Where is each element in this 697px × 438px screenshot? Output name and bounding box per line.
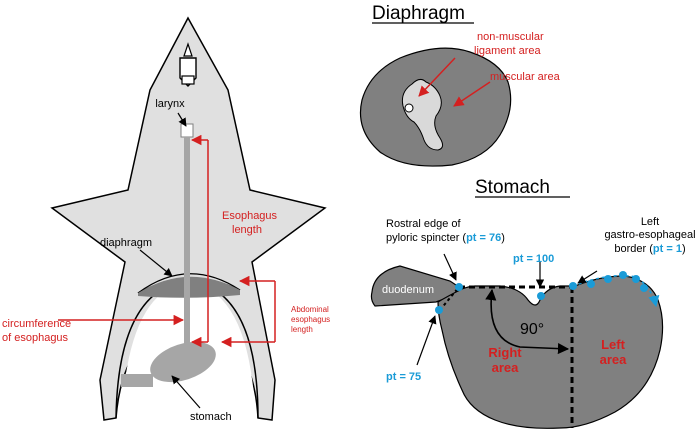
rostral-label-2: pyloric spincter (pt = 76) xyxy=(386,232,505,244)
diaphragm-title: Diaphragm xyxy=(372,3,465,24)
diaphragm-label: diaphragm xyxy=(100,237,152,249)
rostral-pointer xyxy=(443,253,457,281)
angle-label: 90° xyxy=(520,321,544,338)
muscular-label: muscular area xyxy=(490,71,561,83)
esophagus-length-label-2: length xyxy=(232,224,262,236)
head-detail xyxy=(179,42,197,87)
rostral-label-1: Rostral edge of xyxy=(386,218,462,230)
left-area-label-1: Left xyxy=(601,337,626,352)
pt75-pointer xyxy=(416,315,437,366)
left-border-label-1: Left xyxy=(641,216,659,228)
non-muscular-label-1: non-muscular xyxy=(477,31,544,43)
point-left-border-6 xyxy=(640,284,648,292)
border-direction-arrow xyxy=(572,274,660,308)
stomach-pointer xyxy=(171,375,201,409)
body-stomach xyxy=(150,341,216,383)
left-border-label-3: border (pt = 1) xyxy=(614,243,685,255)
abdominal-label-3: length xyxy=(291,325,313,334)
right-area-label-2: area xyxy=(492,360,520,375)
stomach-title: Stomach xyxy=(475,177,550,198)
point-left-border-4 xyxy=(619,271,627,279)
stomach-body-shape xyxy=(437,275,664,429)
boundary-points xyxy=(435,271,648,314)
left-border-pointer xyxy=(577,270,598,284)
point-pt75 xyxy=(435,306,443,314)
esophagus xyxy=(184,137,190,347)
point-pt76 xyxy=(455,283,463,291)
circumference-label-2: of esophagus xyxy=(2,332,69,344)
esophagus-length-bracket xyxy=(190,134,209,348)
left-border-label-2: gastro-esophageal xyxy=(604,229,695,241)
non-muscular-label-2: ligament area xyxy=(474,45,542,57)
diaphragm-pointer xyxy=(139,249,173,277)
muscular-pointer xyxy=(453,81,491,107)
abdominal-label-1: Abdominal xyxy=(291,305,329,314)
circumference-label-1: circumference xyxy=(2,318,71,330)
stomach-label-body: stomach xyxy=(190,411,232,423)
dashed-pyloric-line xyxy=(439,286,460,311)
ligament-shape xyxy=(401,78,444,151)
left-area-label-2: area xyxy=(600,352,628,367)
larynx-label: larynx xyxy=(155,98,185,110)
duodenum-label: duodenum xyxy=(382,284,434,296)
esophagus-length-label: Esophagus xyxy=(222,210,278,222)
abdominal-label-2: esophagus xyxy=(291,315,330,324)
right-area-label-1: Right xyxy=(488,345,522,360)
point-pt100 xyxy=(537,292,545,300)
non-muscular-pointer xyxy=(418,57,456,97)
ligament-hole xyxy=(404,103,414,113)
pt75-label: pt = 75 xyxy=(386,371,421,383)
larynx-box xyxy=(180,123,194,138)
larynx-pointer xyxy=(177,112,187,127)
body-duodenum xyxy=(121,374,153,387)
pt100-label: pt = 100 xyxy=(513,253,554,265)
angle-arrow xyxy=(485,288,570,355)
abdominal-length-bracket xyxy=(220,275,276,348)
point-left-border-2 xyxy=(587,280,595,288)
